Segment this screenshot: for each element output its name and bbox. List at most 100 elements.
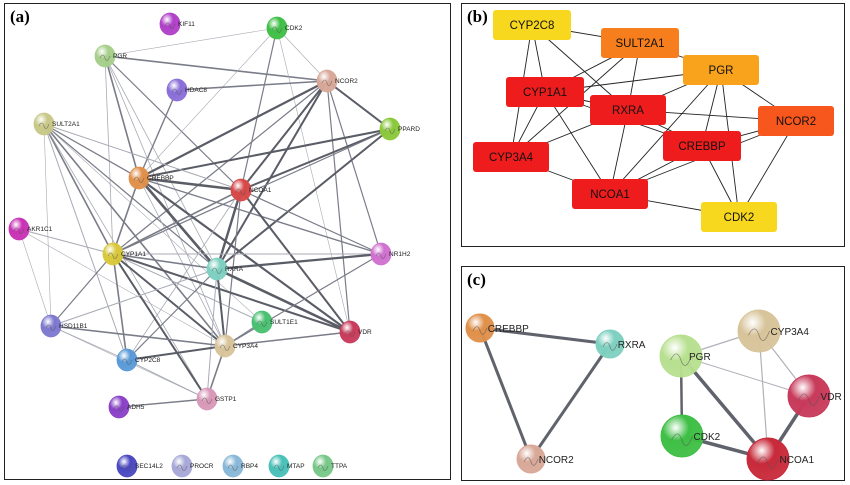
edge-cdk2-crebbp (138, 27, 278, 179)
cluster-node-rxra[interactable]: RXRA (595, 329, 646, 359)
hub-node-cyp1a1[interactable]: CYP1A1 (506, 77, 584, 107)
edge-sult2a1-cyp3a4 (43, 123, 226, 347)
cluster-node-label: CDK2 (694, 432, 721, 443)
cluster-node-bubble (465, 313, 495, 343)
protein-structure-icon (176, 464, 188, 471)
node-adh5[interactable]: ADH5 (108, 395, 145, 419)
cluster-node-label: CREBBP (488, 324, 529, 335)
edge-pgr-crebbp (104, 55, 140, 179)
edge-pgr-rxra (104, 55, 218, 270)
protein-structure-icon (121, 358, 133, 365)
cluster-node-bubble (659, 334, 703, 378)
node-kif11[interactable]: KIF11 (159, 12, 195, 36)
node-cyp3a4[interactable]: CYP3A4 (214, 334, 258, 358)
node-rbp4[interactable]: RBP4 (222, 454, 258, 478)
node-label: CYP2C8 (135, 357, 161, 364)
edge-crebbp-ncoa1 (137, 176, 243, 192)
node-bubble (196, 387, 218, 411)
hub-node-label: CDK2 (724, 212, 755, 224)
node-crebbp[interactable]: CREBBP (128, 166, 174, 190)
cluster-node-ncoa1[interactable]: NCOA1 (746, 437, 814, 481)
node-ppard[interactable]: PPARD (379, 117, 420, 141)
panel-c-label: (c) (467, 270, 486, 289)
node-label: CREBBP (147, 175, 174, 182)
hub-node-cyp2c8[interactable]: CYP2C8 (493, 10, 571, 40)
cluster-node-crebbp[interactable]: CREBBP (465, 313, 529, 343)
protein-structure-icon (273, 464, 285, 471)
node-bubble (40, 314, 62, 338)
node-cdk2[interactable]: CDK2 (266, 16, 303, 40)
hub-node-crebbp[interactable]: CREBBP (663, 131, 741, 161)
cluster-node-ncor2[interactable]: NCOR2 (516, 444, 574, 474)
node-ncoa1[interactable]: NCOA1 (230, 178, 272, 202)
node-bubble (102, 242, 124, 266)
edge-ncoa1-rxra (215, 188, 243, 271)
cluster-node-label: RXRA (618, 340, 646, 351)
cluster-node-bubble (516, 444, 546, 474)
cluster-node-pgr[interactable]: PGR (659, 334, 711, 378)
node-nr1h2[interactable]: NR1H2 (370, 242, 411, 266)
node-ttpa[interactable]: TTPA (312, 454, 348, 478)
protein-structure-icon (472, 326, 488, 335)
node-vdr[interactable]: VDR (339, 320, 372, 344)
node-label: CYP3A4 (233, 343, 258, 350)
node-ncor2[interactable]: NCOR2 (316, 69, 358, 93)
edge-rxra-ncor2 (529, 343, 612, 460)
hub-node-cdk2[interactable]: CDK2 (701, 202, 777, 232)
panel-b-label: (b) (467, 7, 488, 26)
edge-sult2a1-sult1e1 (43, 123, 263, 323)
edge-akr1c1-cyp1a1 (18, 228, 114, 255)
node-sec14l2[interactable]: SEC14L2 (116, 454, 163, 478)
edge-ppard-rxra (216, 128, 391, 270)
node-bubble (171, 454, 193, 478)
cluster-node-cdk2[interactable]: CDK2 (660, 414, 721, 458)
hub-node-label: CYP2C8 (510, 20, 555, 32)
edge-sult2a1-rxra (43, 123, 218, 270)
hub-node-ncor2[interactable]: NCOR2 (758, 106, 834, 136)
hub-node-cyp3a4[interactable]: CYP3A4 (473, 142, 549, 172)
node-hsd11b1[interactable]: HSD11B1 (40, 314, 88, 338)
protein-structure-icon (227, 464, 239, 471)
node-akr1c1[interactable]: AKR1C1 (8, 217, 53, 241)
edge-akr1c1-cyp3a4 (18, 228, 226, 347)
hub-node-pgr[interactable]: PGR (683, 55, 759, 85)
protein-structure-icon (256, 320, 268, 327)
protein-structure-icon (235, 188, 247, 195)
hub-node-box (758, 106, 834, 136)
edge-cyp1a1-rxra (112, 253, 218, 270)
hub-node-sult2a1[interactable]: SULT2A1 (601, 28, 679, 58)
protein-structure-icon (38, 122, 50, 129)
hub-node-box (683, 55, 759, 85)
cluster-node-cyp3a4[interactable]: CYP3A4 (737, 309, 809, 353)
protein-structure-icon (271, 26, 283, 33)
node-bubble (214, 334, 236, 358)
hub-node-label: NCOA1 (590, 189, 630, 201)
node-label: SULT2A1 (52, 121, 80, 128)
edge-crebbp-rxra (479, 326, 611, 346)
edge-ppard-ncoa1 (240, 128, 391, 191)
hub-node-rxra[interactable]: RXRA (590, 95, 666, 125)
node-gstp1[interactable]: GSTP1 (196, 387, 237, 411)
edge-ncor2-vdr (326, 80, 351, 333)
edge-rxra-vdr (215, 267, 352, 334)
node-pgr[interactable]: PGR (94, 44, 127, 68)
node-sult1e1[interactable]: SULT1E1 (251, 310, 298, 334)
cluster-node-bubble (660, 414, 704, 458)
edge-sult2a1-crebbp (43, 123, 140, 179)
node-cyp2c8[interactable]: CYP2C8 (116, 348, 161, 372)
node-cyp1a1[interactable]: CYP1A1 (102, 242, 146, 266)
cluster-node-vdr[interactable]: VDR (787, 374, 842, 418)
edge-pgr-cyp1a1 (104, 55, 114, 255)
node-bubble (339, 320, 361, 344)
hub-node-ncoa1[interactable]: NCOA1 (572, 179, 648, 209)
node-sult2a1[interactable]: SULT2A1 (33, 112, 80, 136)
edge-rxra-nr1h2 (215, 252, 383, 271)
node-hdac8[interactable]: HDAC8 (166, 78, 207, 102)
node-mtap[interactable]: MTAP (268, 454, 305, 478)
node-procr[interactable]: PROCR (171, 454, 214, 478)
protein-structure-icon (171, 88, 183, 95)
node-rxra[interactable]: RXRA (206, 257, 244, 281)
edge-pgr-cdk2 (104, 27, 278, 57)
edge-crebbp-ncor2 (478, 327, 533, 460)
